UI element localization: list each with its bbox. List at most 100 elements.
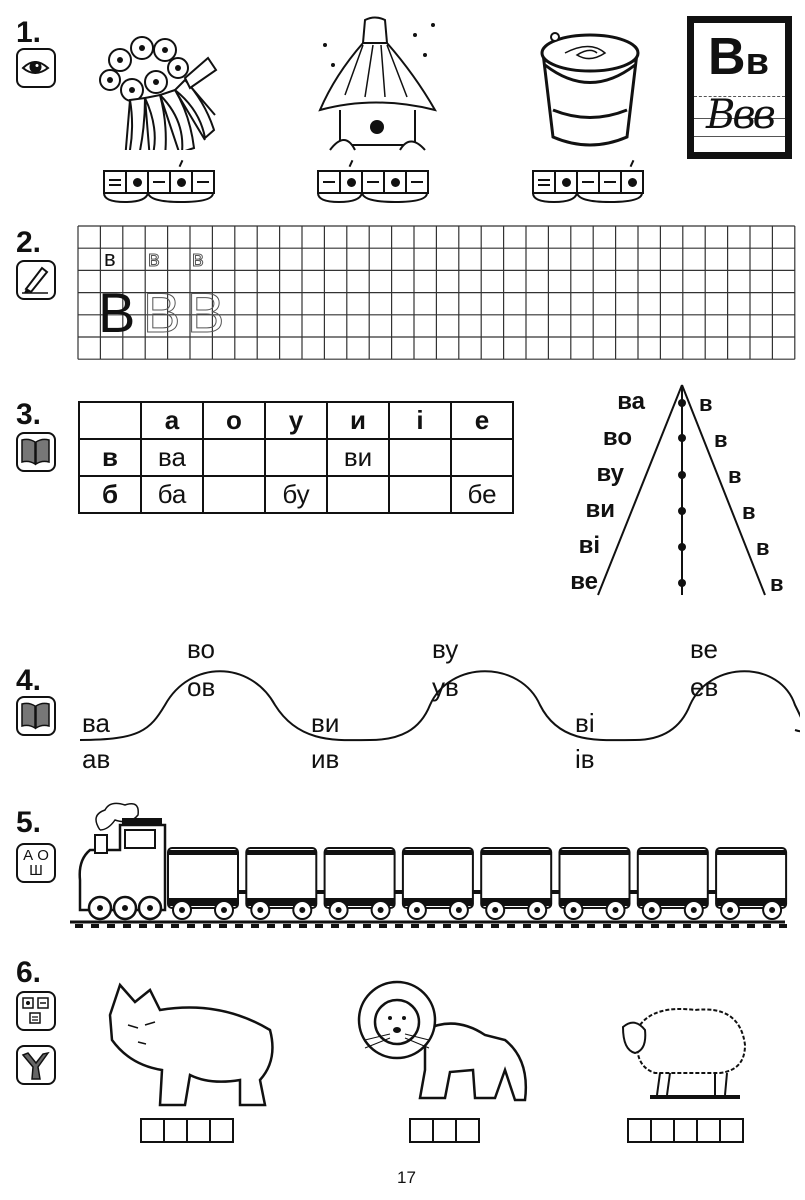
wheel-hub: [299, 907, 306, 913]
sleeper: [779, 924, 787, 928]
letter-trace-small: в: [192, 246, 205, 272]
wheel-hub: [413, 907, 420, 913]
sleeper: [347, 924, 355, 928]
page-number: 17: [397, 1168, 416, 1187]
letter-box[interactable]: [186, 1118, 211, 1143]
table-cell-blank[interactable]: [388, 475, 452, 514]
triangle-letter: в: [714, 427, 728, 452]
wagon-base: [168, 898, 238, 906]
wagon: [401, 847, 474, 909]
letter-box[interactable]: [673, 1118, 698, 1143]
wave-syllable-bottom: ев: [690, 672, 719, 702]
letter-box[interactable]: [432, 1118, 457, 1143]
letters-icon: А О Ш: [16, 843, 56, 883]
chimney: [94, 834, 108, 854]
sleeper: [731, 924, 739, 928]
hands-icon: [16, 1045, 56, 1085]
wagon: [480, 847, 553, 909]
table-cell-blank[interactable]: [326, 475, 390, 514]
handwriting-grid[interactable]: [77, 225, 797, 361]
syllable-table: а о у и і е в ва ви б ба бу бе: [78, 401, 514, 514]
pen-icon: [16, 260, 56, 300]
wave-syllable-top: ву: [432, 634, 459, 664]
sleeper: [443, 924, 451, 928]
letter-box[interactable]: [627, 1118, 652, 1143]
wagon-base: [246, 898, 317, 906]
book-icon: [16, 696, 56, 736]
wheel-hub: [612, 907, 619, 913]
sleeper: [107, 924, 115, 928]
letter-box[interactable]: [696, 1118, 721, 1143]
letter-box[interactable]: [650, 1118, 675, 1143]
answer-boxes-lion[interactable]: [409, 1118, 480, 1143]
sleeper: [699, 924, 707, 928]
bucket-picture: [535, 25, 645, 150]
sleeper: [747, 924, 755, 928]
coupler: [238, 890, 247, 894]
sleeper: [427, 924, 435, 928]
sleeper: [379, 924, 387, 928]
letter-box[interactable]: [140, 1118, 165, 1143]
table-cell-blank[interactable]: [202, 475, 266, 514]
sleeper: [331, 924, 339, 928]
table-cell-blank[interactable]: [450, 438, 514, 477]
table-cell: ва: [140, 438, 204, 477]
letter-box[interactable]: [719, 1118, 744, 1143]
sleeper: [267, 924, 275, 928]
table-cell: о: [202, 401, 266, 440]
table-cell: а: [140, 401, 204, 440]
syllable-arcs-1: [103, 192, 214, 204]
table-cell: е: [450, 401, 514, 440]
wagon-roof: [716, 850, 787, 855]
table-cell-blank[interactable]: [264, 438, 328, 477]
wolf-picture: [100, 980, 280, 1110]
table-cell: [78, 401, 142, 440]
letter-trace-small: в: [148, 246, 161, 272]
letter-box[interactable]: [409, 1118, 434, 1143]
letter-box[interactable]: [163, 1118, 188, 1143]
triangle-syllable: во: [602, 424, 632, 451]
wagon: [245, 847, 318, 909]
sleeper: [155, 924, 163, 928]
wagon-base: [716, 898, 787, 906]
wagon: [636, 847, 709, 909]
syllable-triangle: [597, 384, 766, 596]
wheel-hub: [769, 907, 776, 913]
coupler: [551, 890, 560, 894]
wheel-hub: [534, 907, 541, 913]
sleeper: [123, 924, 131, 928]
exercise-1-number: 1.: [16, 16, 42, 49]
wheel-hub: [335, 907, 342, 913]
table-cell-blank[interactable]: [388, 438, 452, 477]
sleeper: [507, 924, 515, 928]
steam-cloud: [95, 802, 139, 831]
exercise-6-number: 6.: [16, 956, 42, 989]
table-cell: ви: [326, 438, 390, 477]
letter-box[interactable]: [455, 1118, 480, 1143]
answer-boxes-sheep[interactable]: [627, 1118, 744, 1143]
sleeper: [315, 924, 323, 928]
table-cell-blank[interactable]: [202, 438, 266, 477]
sleeper: [363, 924, 371, 928]
letter-trace-big: В: [142, 281, 181, 344]
wheel-hub: [122, 905, 128, 911]
wave-syllable-top: ва: [82, 708, 110, 738]
syllable-arcs-3: [532, 192, 643, 204]
word-scheme-1: [103, 159, 215, 194]
sleeper: [651, 924, 659, 928]
letter-a: А: [23, 847, 34, 864]
sleeper: [139, 924, 147, 928]
print-lower: в: [745, 41, 769, 83]
table-cell: у: [264, 401, 328, 440]
letter-box[interactable]: [209, 1118, 234, 1143]
sleeper: [603, 924, 611, 928]
sleeper: [523, 924, 531, 928]
answer-boxes-wolf[interactable]: [140, 1118, 234, 1143]
wave-syllable-bottom: ув: [432, 672, 459, 702]
wave-syllable-bottom: ів: [575, 744, 595, 774]
wagon: [715, 847, 788, 909]
triangle-lines: [597, 384, 766, 596]
sleeper: [715, 924, 723, 928]
wheel-hub: [221, 907, 227, 913]
exercise-5-number: 5.: [16, 806, 42, 839]
